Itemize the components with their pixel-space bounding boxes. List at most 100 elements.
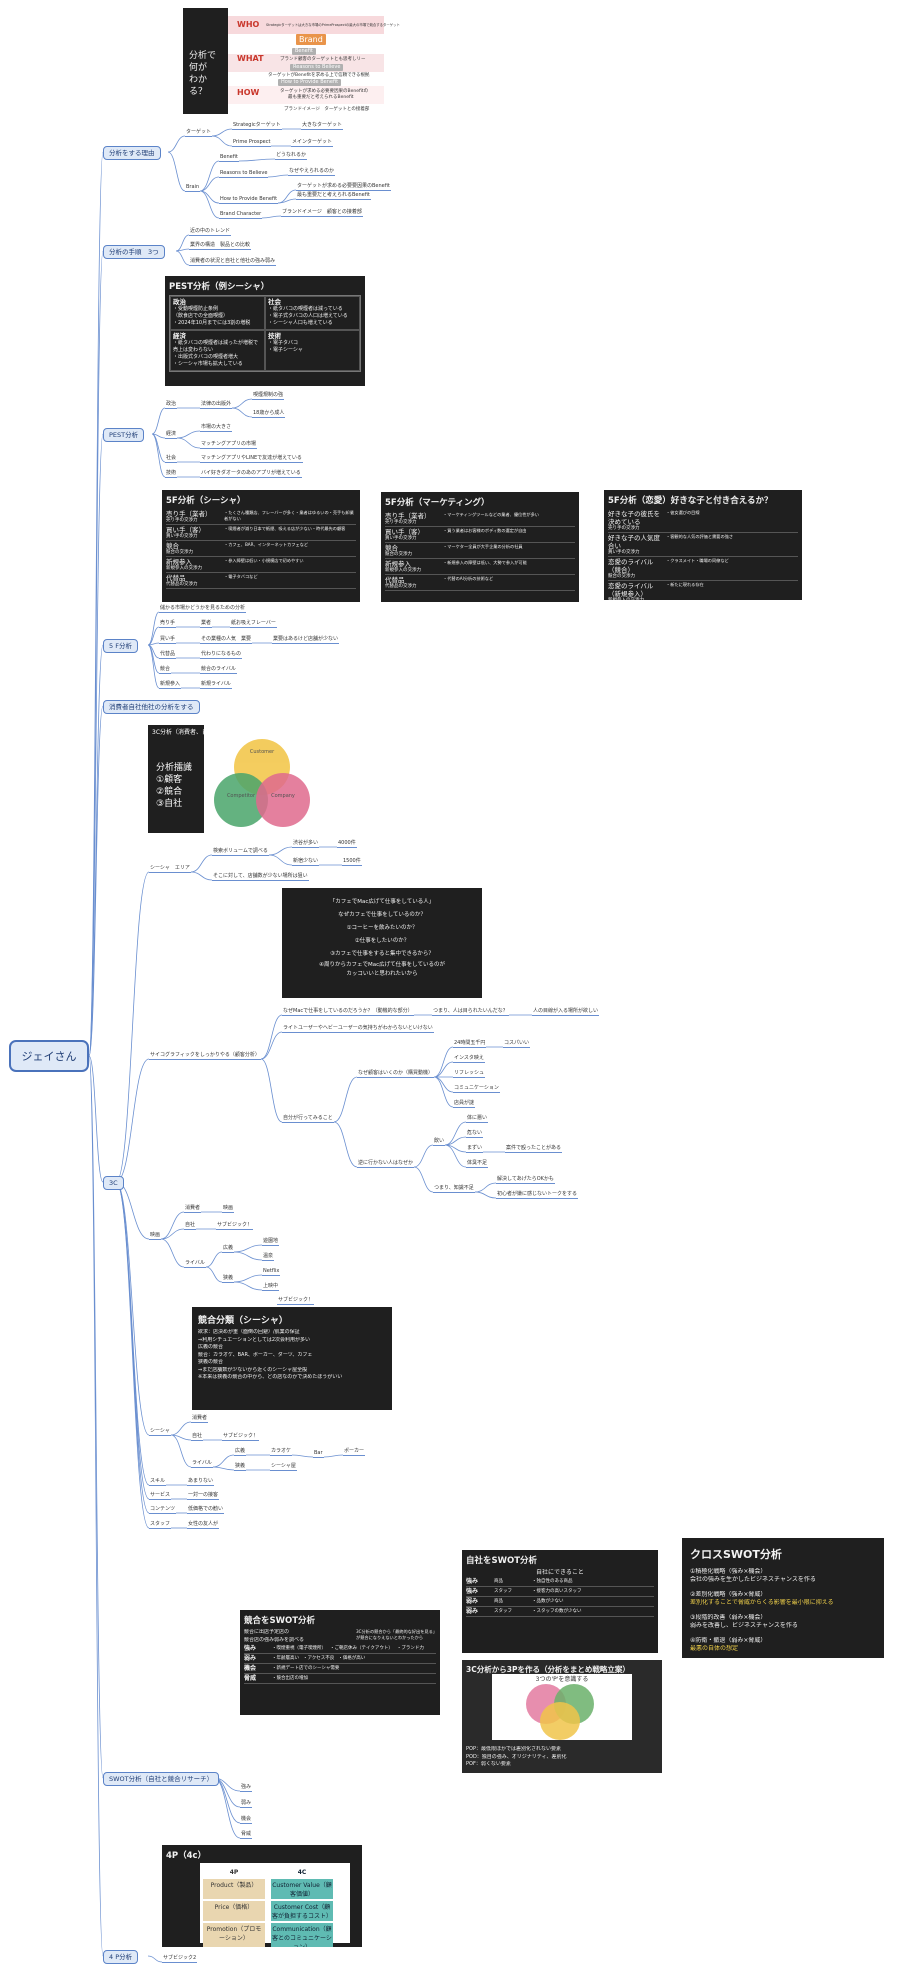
mindmap-node[interactable]: なぜMacで仕事をしているのだろうか？（動機的な部分） [282,1008,414,1016]
mindmap-node[interactable]: 脅威 [240,1831,253,1839]
mindmap-node[interactable]: 狭義 [222,1275,235,1283]
mindmap-node[interactable]: 女性の友人が [187,1521,220,1529]
mindmap-node[interactable]: ターゲット [185,129,213,137]
mindmap-node[interactable]: 体臭不足 [466,1160,489,1168]
mindmap-node[interactable]: サイコグラフィックをしっかりやる（顧客分析） [149,1052,261,1060]
mindmap-node[interactable]: 新規参入 [159,681,182,689]
mindmap-node[interactable]: 政治 [165,401,178,409]
main-node-3c[interactable]: 3C [103,1176,124,1190]
mindmap-node[interactable]: 人の目線が入る場所が欲しい [532,1008,600,1016]
mindmap-node[interactable]: シーシャ [149,1428,171,1436]
mindmap-node[interactable]: 危ない [466,1130,484,1138]
mindmap-node[interactable]: 儲かる市場かどうかを見るための分析 [159,605,247,613]
root-node[interactable]: ジェイさん [9,1040,89,1072]
mindmap-node[interactable]: メインターゲット [291,139,334,147]
mindmap-node[interactable]: 競合のライバル [200,666,237,674]
mindmap-node[interactable]: ライバル [184,1260,206,1268]
mindmap-node[interactable]: インスタ映え [453,1055,485,1063]
mindmap-node[interactable]: 遊園地 [262,1238,280,1246]
mindmap-node[interactable]: 大きなターゲット [301,122,344,130]
mindmap-node[interactable]: まずい [466,1145,484,1153]
mindmap-node[interactable]: サブビジック2 [162,1955,198,1963]
mindmap-node[interactable]: 映画 [149,1232,162,1240]
mindmap-node[interactable]: 24時間五千円 [453,1040,487,1048]
mindmap-node[interactable]: Netflix [262,1268,281,1276]
mindmap-node[interactable]: 4000件 [337,840,357,848]
mindmap-node[interactable]: 自社 [184,1222,197,1230]
main-node-pest[interactable]: PEST分析 [103,428,145,442]
main-node-swot[interactable]: SWOT分析（自社と競合リサーチ） [103,1772,220,1786]
mindmap-node[interactable]: サービス [149,1492,172,1500]
mindmap-node[interactable]: スキル [149,1478,167,1486]
mindmap-node[interactable]: マッチングアプリやLINEで友達が増えている [200,455,303,463]
mindmap-node[interactable]: Bar [313,1450,324,1458]
mindmap-node[interactable]: スタッフ [149,1521,172,1529]
mindmap-node[interactable]: How to Provide Benefit [219,196,279,204]
mindmap-node[interactable]: 強み [240,1784,253,1792]
mindmap-node[interactable]: 業者 [200,620,213,628]
mindmap-node[interactable]: その業種の人気 業要 [200,636,253,644]
mindmap-node[interactable]: コスパいい [503,1040,531,1048]
mindmap-node[interactable]: ターゲットが求める必要要因果のBenefit [296,183,391,191]
mindmap-node[interactable]: 狭義 [234,1463,247,1471]
mindmap-node[interactable]: 喫煙規制の強 [252,392,285,400]
mindmap-node[interactable]: サブビジック！ [216,1222,254,1230]
mindmap-node[interactable]: リフレッシュ [453,1070,486,1078]
mindmap-node[interactable]: 売り手 [159,620,177,628]
mindmap-node[interactable]: Prime Prospect [232,139,272,147]
mindmap-node[interactable]: 新規ライバル [200,681,232,689]
mindmap-node[interactable]: カラオケ [270,1448,293,1456]
mindmap-node[interactable]: 自社 [191,1433,204,1441]
mindmap-node[interactable]: 消費者 [184,1205,202,1213]
mindmap-node[interactable]: 広義 [222,1245,235,1253]
mindmap-node[interactable]: 消費者 [191,1415,209,1423]
mindmap-node[interactable]: 映画 [222,1205,235,1213]
main-node-4p[interactable]: 4 P分析 [103,1950,139,1964]
mindmap-node[interactable]: Brand Character [219,211,263,219]
mindmap-node[interactable]: つまり、人は目られたいんだな？ [432,1008,509,1016]
mindmap-node[interactable]: 代わりになるもの [200,651,243,659]
mindmap-node[interactable]: 店員が謎 [453,1100,476,1108]
mindmap-node[interactable]: 機会 [240,1816,253,1824]
mindmap-node[interactable]: 飲い [433,1138,446,1146]
mindmap-node[interactable]: あまりない [187,1478,215,1486]
mindmap-node[interactable]: Brain [185,184,201,192]
mindmap-node[interactable]: 買い手 [159,636,177,644]
mindmap-node[interactable]: 自分が行ってみること [282,1115,334,1123]
mindmap-node[interactable]: 1500件 [342,858,362,866]
mindmap-node[interactable]: 体に悪い [466,1115,489,1123]
mindmap-node[interactable]: 初心者が嫌に感じないトークをする [496,1191,579,1199]
mindmap-node[interactable]: 市場の大きさ [200,424,233,432]
mindmap-node[interactable]: コミュニケーション [453,1085,500,1093]
mindmap-node[interactable]: シーシャ屋 [270,1463,297,1471]
mindmap-node[interactable]: 検索ボリュームで調べる [212,848,269,856]
main-node-analysis-reason[interactable]: 分析をする理由 [103,146,161,160]
mindmap-node[interactable]: 低価格での勧い [187,1506,225,1514]
mindmap-node[interactable]: 社会 [165,455,178,463]
mindmap-node[interactable]: 一対一の接客 [187,1492,220,1500]
mindmap-node[interactable]: サブビジック！ [277,1297,315,1305]
mindmap-node[interactable]: 最も重要だと考えられるBenefit [296,192,371,200]
mindmap-node[interactable]: 消費者の状況と自社と他社の強み弱み [189,258,277,266]
mindmap-node[interactable]: ライトユーザーやヘビーユーザーの気持ちがわからないといけない [282,1025,434,1033]
mindmap-node[interactable]: Benefit [219,154,239,162]
mindmap-node[interactable]: 業界の構造 製品との比較 [189,242,251,250]
mindmap-node[interactable]: 18歳から成人 [252,410,286,418]
mindmap-node[interactable]: 紙お吸えフレーバー [230,620,277,628]
mindmap-node[interactable]: 技術 [165,470,178,478]
mindmap-node[interactable]: シーシャ エリア [149,865,191,873]
mindmap-node[interactable]: ポーカー [343,1448,366,1456]
mindmap-node[interactable]: ブランドイメージ 顧客との接着部 [281,209,363,217]
main-node-analysis-steps[interactable]: 分析の手順 3つ [103,245,165,259]
mindmap-node[interactable]: 法律の出版外 [200,401,233,409]
mindmap-node[interactable]: 広義 [234,1448,247,1456]
main-node-consumer[interactable]: 消費者自社他社の分析をする [103,700,200,714]
mindmap-node[interactable]: そこに対して、店舗数が少ない場所は狙い [212,873,309,881]
mindmap-node[interactable]: なぜやえられるのか [288,168,336,176]
mindmap-node[interactable]: 温泉 [262,1253,275,1261]
mindmap-node[interactable]: 競合 [159,666,172,674]
mindmap-node[interactable]: 案件で殴ったことがある [505,1145,563,1153]
mindmap-node[interactable]: Strategicターゲット [232,122,282,130]
mindmap-node[interactable]: 近の中のトレンド [189,228,232,236]
mindmap-node[interactable]: バイ好きダオータのあのアプリが増えている [200,470,302,478]
